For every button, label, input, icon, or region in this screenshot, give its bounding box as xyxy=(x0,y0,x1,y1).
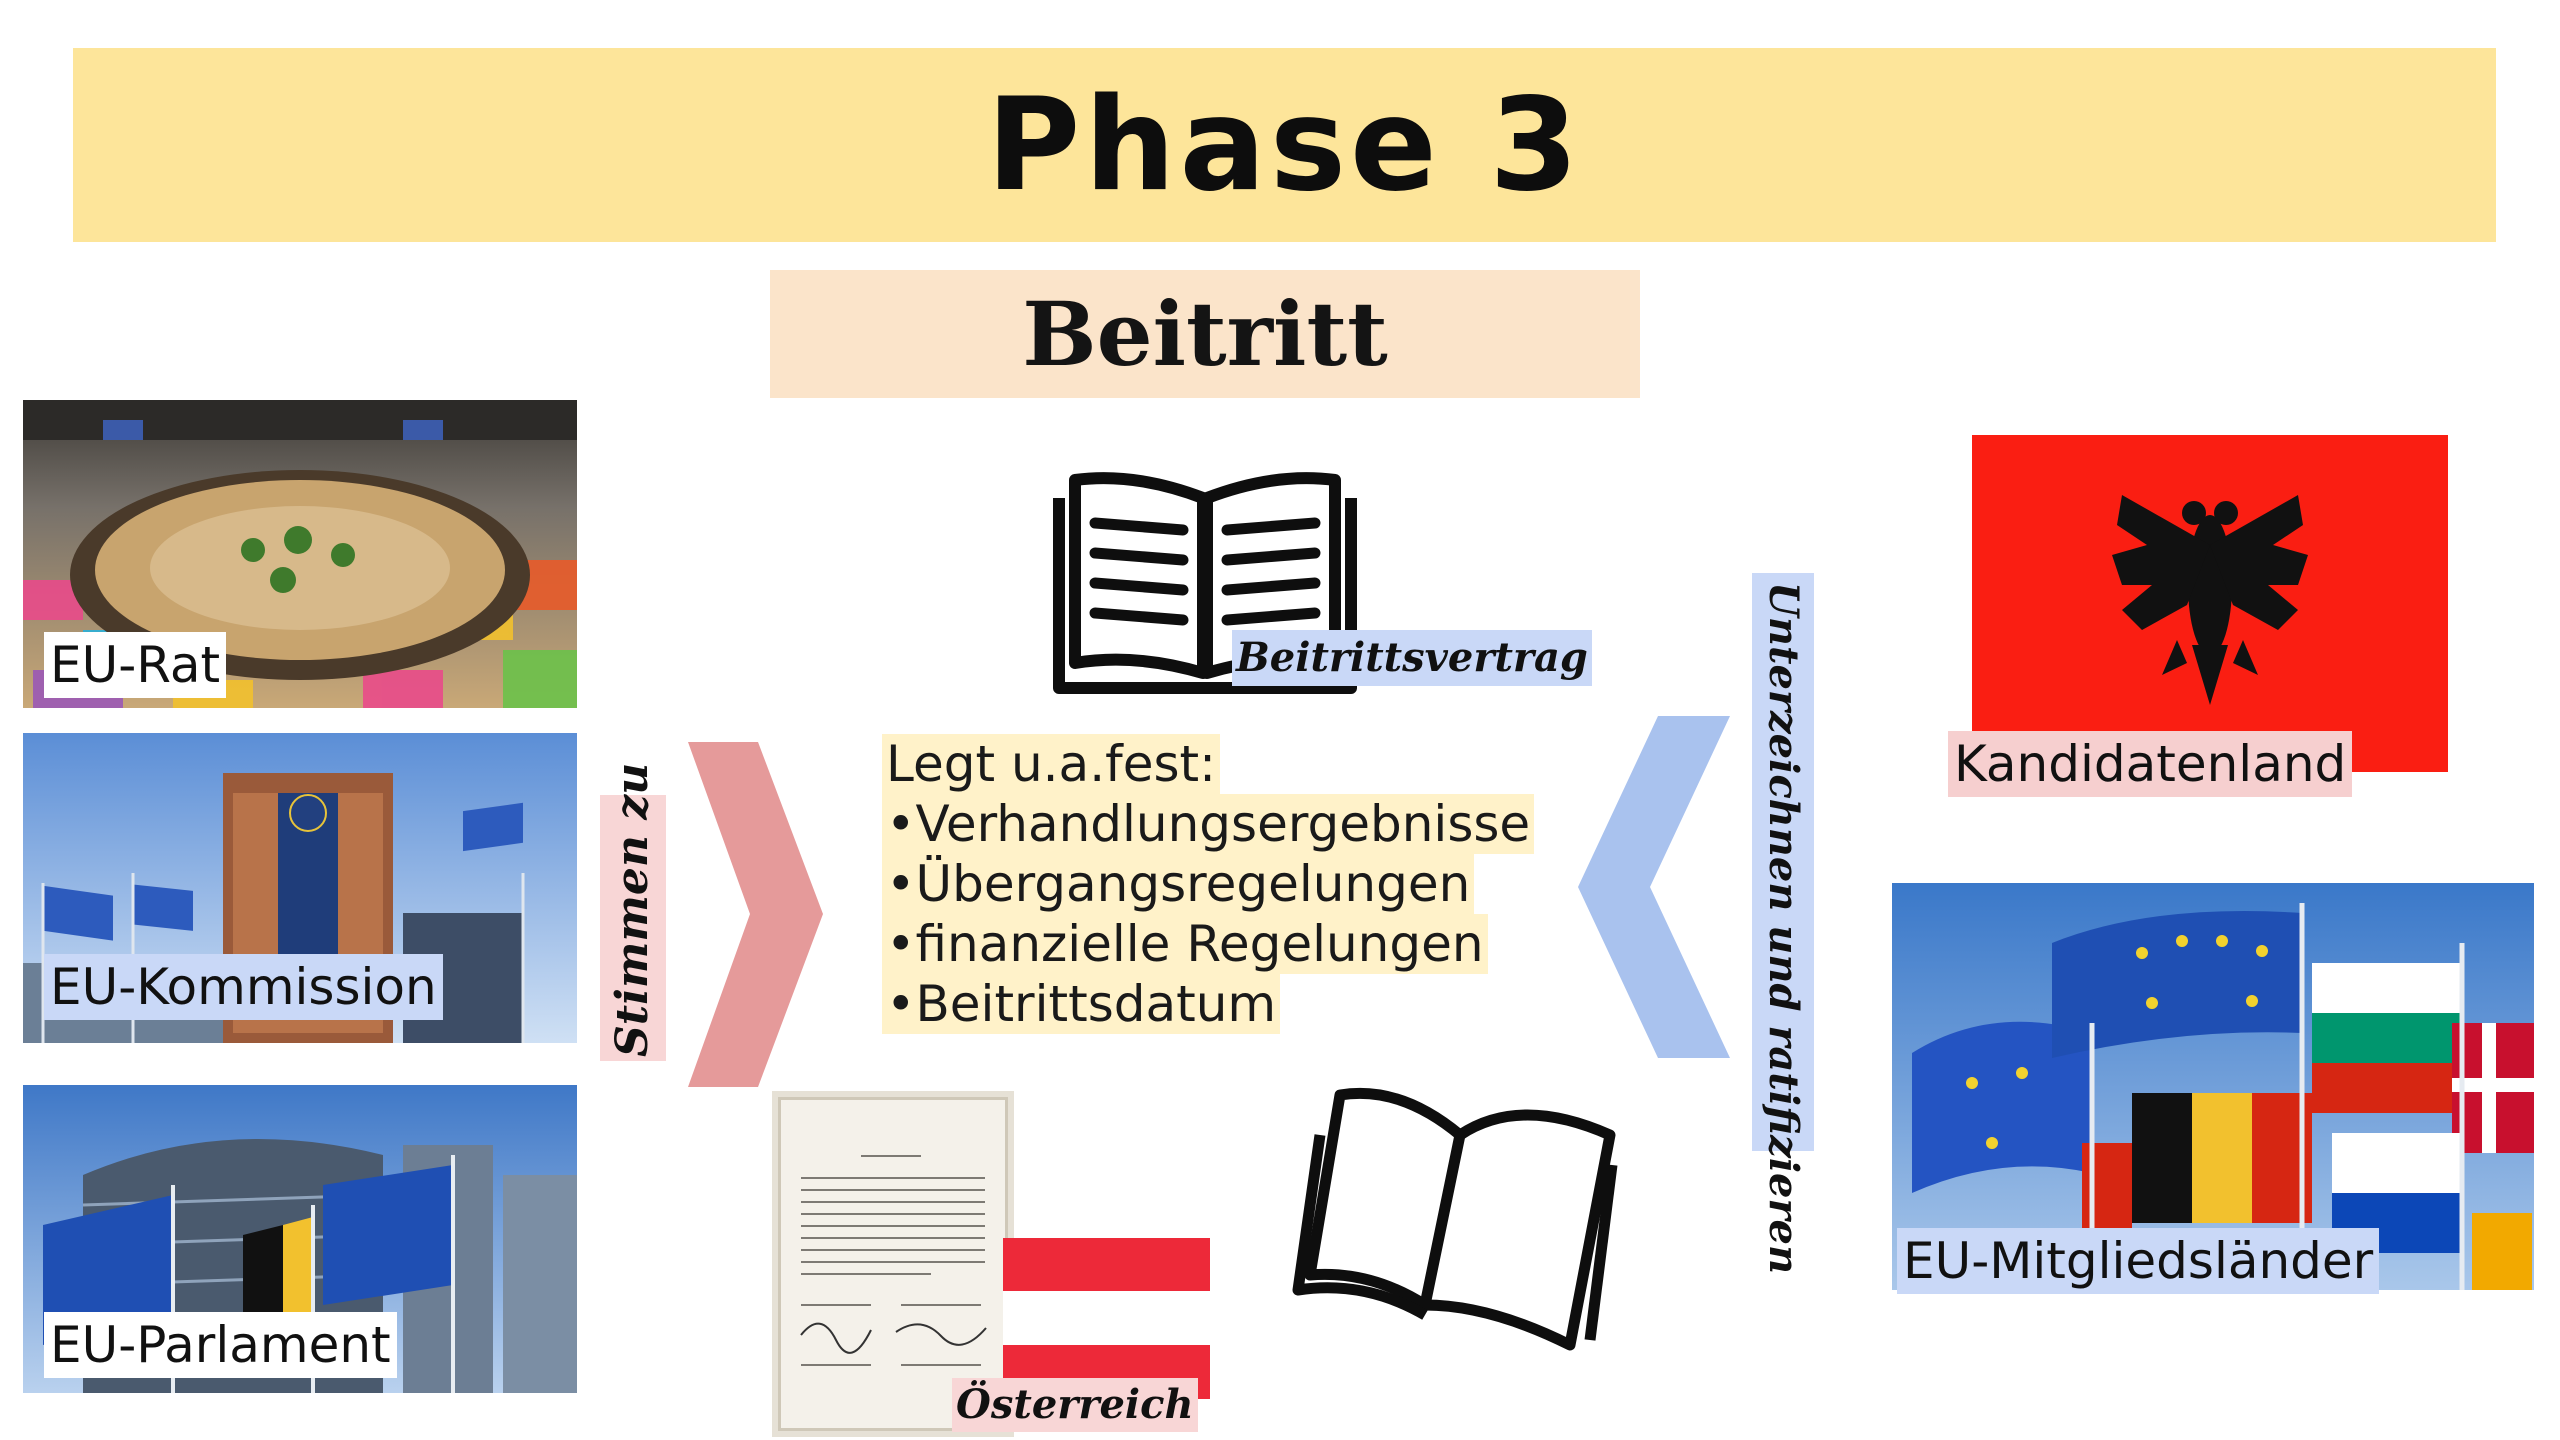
page-title: Phase 3 xyxy=(986,70,1583,220)
terms-list: Legt u.a.fest: •Verhandlungsergebnisse •… xyxy=(882,734,1535,1034)
terms-item: •Übergangsregelungen xyxy=(882,854,1475,914)
sign-label-box xyxy=(1752,573,1814,1151)
right-chevron-arrow xyxy=(1578,716,1730,1058)
albanian-eagle-icon xyxy=(2112,495,2308,705)
terms-item: •Verhandlungsergebnisse xyxy=(882,794,1535,854)
open-book-outline-icon xyxy=(1292,1087,1618,1351)
austria-flag-middle-stripe xyxy=(1003,1291,1210,1345)
treaty-document-image xyxy=(778,1097,1008,1431)
treaty-label: Beitrittsvertrag xyxy=(1232,630,1592,686)
page-subtitle: Beitritt xyxy=(1022,282,1388,386)
title-banner: Phase 3 xyxy=(73,48,2496,242)
approve-label: Stimmen zu xyxy=(607,762,658,1057)
eu-commission-label: EU-Kommission xyxy=(44,954,443,1020)
austria-label: Österreich xyxy=(952,1378,1198,1432)
subtitle-banner: Beitritt xyxy=(770,270,1640,398)
albania-flag xyxy=(1972,435,2448,772)
approve-label-box xyxy=(600,795,666,1061)
eu-member-flags-photo xyxy=(1892,883,2534,1290)
terms-heading: Legt u.a.fest: xyxy=(882,734,1220,794)
left-chevron-arrow xyxy=(688,742,823,1087)
candidate-label: Kandidatenland xyxy=(1948,731,2353,797)
terms-item: •Beitrittsdatum xyxy=(882,974,1281,1034)
eu-council-label: EU-Rat xyxy=(44,632,227,698)
eu-parliament-label: EU-Parlament xyxy=(44,1312,397,1378)
sign-label: Unterzeichnen und ratifizieren xyxy=(1760,582,1807,1275)
terms-item: •finanzielle Regelungen xyxy=(882,914,1488,974)
austria-flag-top-stripe xyxy=(1003,1238,1210,1291)
member-states-label: EU-Mitgliedsländer xyxy=(1897,1228,2380,1294)
